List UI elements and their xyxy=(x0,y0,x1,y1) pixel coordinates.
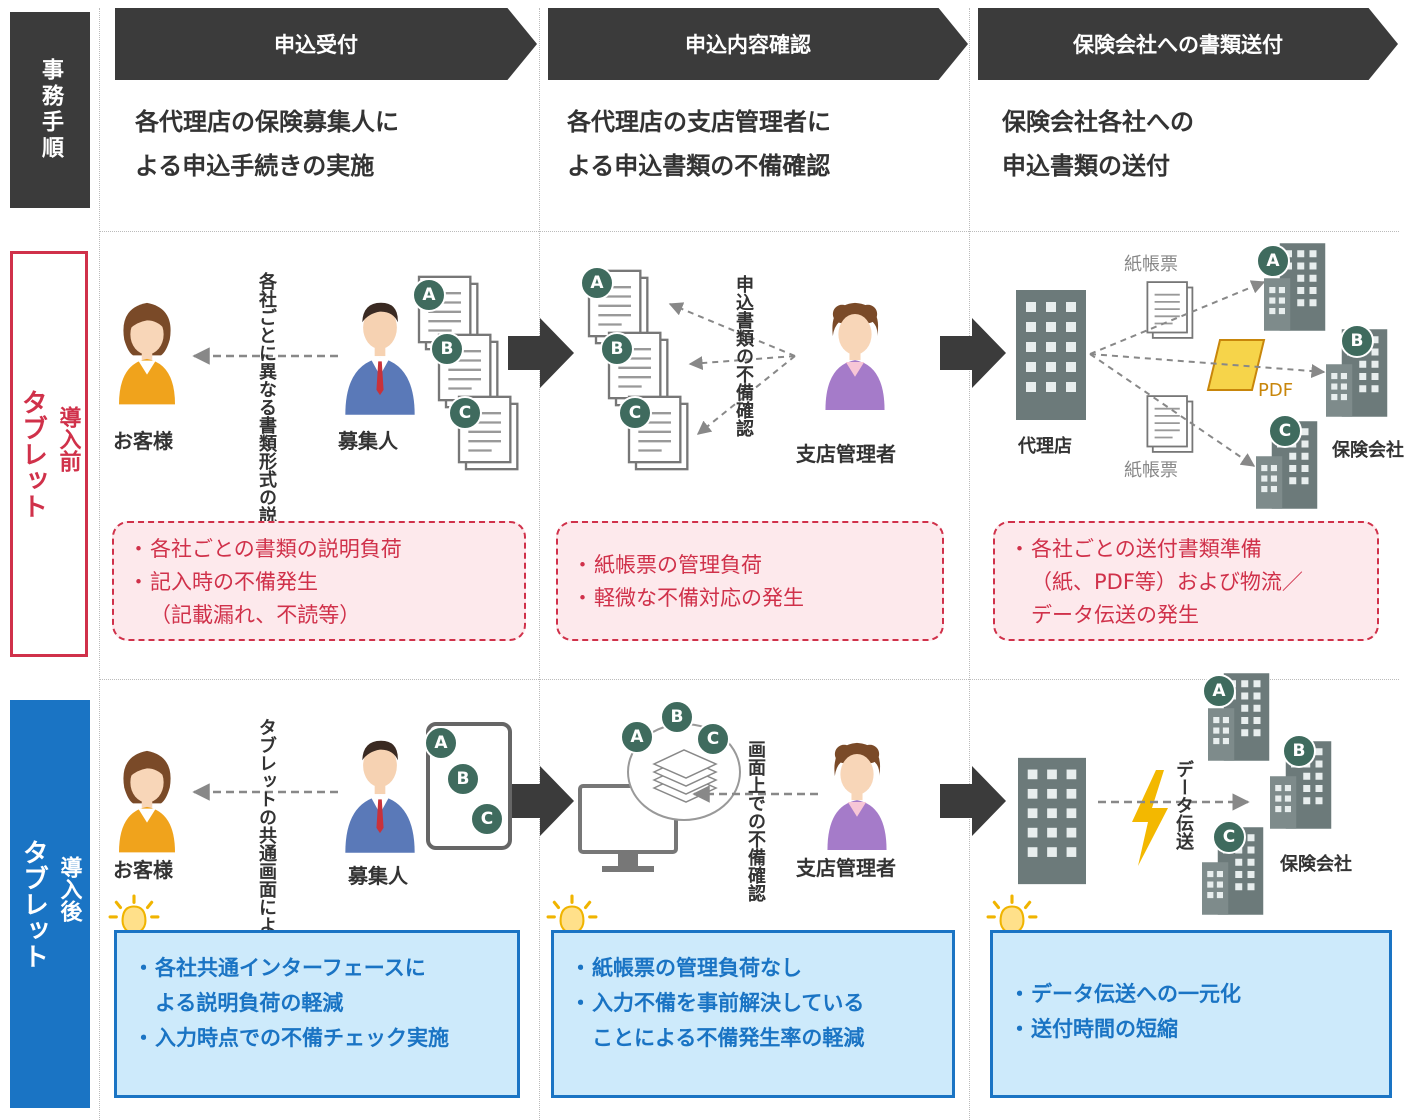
issue-item: ・各社ごとの書類の説明負荷 xyxy=(128,537,402,561)
divider-row2 xyxy=(99,679,1399,680)
agent-label: 募集人 xyxy=(338,429,398,453)
customer-label: お客様 xyxy=(113,858,173,882)
benefit-item: ・データ伝送への一元化 xyxy=(1009,982,1241,1006)
check-note: 申込書類の不備確認 xyxy=(733,275,754,437)
data-transfer-note: データ伝送 xyxy=(1173,760,1194,850)
issue-item: ・軽微な不備対応の発生 xyxy=(572,586,804,610)
dashed-arrow xyxy=(192,347,338,365)
manager-icon xyxy=(818,290,892,410)
issue-box-1: ・各社ごとの書類の説明負荷 ・記入時の不備発生 （記載漏れ、不読等） xyxy=(112,521,526,641)
agency-building-icon xyxy=(1016,290,1086,420)
step-header-1: 申込受付 xyxy=(115,8,537,80)
step-desc-3: 保険会社各社への 申込書類の送付 xyxy=(1002,108,1194,180)
benefit-box-3: ・データ伝送への一元化 ・送付時間の短縮 xyxy=(990,930,1392,1098)
benefit-item: ・入力不備を事前解決している ことによる不備発生率の軽減 xyxy=(570,991,865,1050)
badge-b: B xyxy=(1282,734,1316,768)
issue-item: ・各社ごとの送付書類準備 （紙、PDF等）および物流／ データ伝送の発生 xyxy=(1009,537,1303,627)
badge-c: C xyxy=(448,396,482,430)
divider-col3 xyxy=(969,8,970,1120)
badge-b: B xyxy=(446,762,480,796)
flow-arrow-after-2 xyxy=(940,766,1006,836)
dashed-arrow xyxy=(692,785,818,803)
flow-arrow-before-1 xyxy=(508,318,574,388)
agent-label: 募集人 xyxy=(348,864,408,888)
manager-icon xyxy=(820,730,894,850)
customer-label: お客様 xyxy=(113,429,173,453)
paper-form-label: 紙帳票 xyxy=(1124,460,1178,481)
row-label-process: 事務手順 xyxy=(10,12,90,208)
insurer-label: 保険会社 xyxy=(1280,854,1352,875)
badge-b: B xyxy=(1340,324,1374,358)
agency-building-icon xyxy=(1018,756,1086,886)
badge-b: B xyxy=(600,332,634,366)
badge-a: A xyxy=(620,720,654,754)
benefit-item: ・紙帳票の管理負荷なし xyxy=(570,956,802,980)
divider-col1 xyxy=(99,8,100,1120)
pdf-label: PDF xyxy=(1258,380,1294,401)
send-arrows xyxy=(1089,280,1326,467)
badge-c: C xyxy=(470,802,504,836)
screen-check-note: 画面上での不備確認 xyxy=(745,740,766,902)
benefit-item: ・各社共通インターフェースに よる説明負荷の軽減 xyxy=(133,956,426,1015)
check-arrows xyxy=(668,302,796,435)
issue-item: ・紙帳票の管理負荷 xyxy=(572,553,762,577)
badge-a: A xyxy=(1202,674,1236,708)
badge-c: C xyxy=(1212,820,1246,854)
paper-form-label: 紙帳票 xyxy=(1124,254,1178,275)
insurer-label: 保険会社 xyxy=(1332,440,1404,461)
divider-col2 xyxy=(539,8,540,1120)
agent-icon xyxy=(340,290,420,415)
benefit-item: ・入力時点での不備チェック実施 xyxy=(133,1026,449,1050)
badge-c: C xyxy=(618,396,652,430)
benefit-box-2: ・紙帳票の管理負荷なし ・入力不備を事前解決している ことによる不備発生率の軽減 xyxy=(551,930,955,1098)
flow-arrow-after-1 xyxy=(508,766,574,836)
flow-arrow-before-2 xyxy=(940,318,1006,388)
agency-label: 代理店 xyxy=(1018,436,1072,457)
badge-b: B xyxy=(430,332,464,366)
row-label-before: タブレット 導入前 xyxy=(10,251,88,657)
issue-item: ・記入時の不備発生 （記載漏れ、不読等） xyxy=(128,570,361,627)
manager-label: 支店管理者 xyxy=(796,856,896,880)
benefit-item: ・送付時間の短縮 xyxy=(1009,1017,1178,1041)
badge-a: A xyxy=(1256,244,1290,278)
divider-row1 xyxy=(99,231,1399,232)
badge-c: C xyxy=(1268,414,1302,448)
dashed-arrow xyxy=(192,783,338,801)
badge-a: A xyxy=(412,278,446,312)
explanation-note: タブレットの共通画面による説明 xyxy=(256,718,277,988)
customer-icon xyxy=(112,738,182,853)
badge-c: C xyxy=(696,722,730,756)
explanation-note: 各社ごとに異なる書類形式の説明 xyxy=(256,272,277,542)
agent-icon xyxy=(340,728,420,853)
issue-box-3: ・各社ごとの送付書類準備 （紙、PDF等）および物流／ データ伝送の発生 xyxy=(993,521,1379,641)
step-header-3: 保険会社への書類送付 xyxy=(978,8,1398,80)
issue-box-2: ・紙帳票の管理負荷 ・軽微な不備対応の発生 xyxy=(556,521,944,641)
step-desc-1: 各代理店の保険募集人に よる申込手続きの実施 xyxy=(135,108,399,180)
badge-a: A xyxy=(424,726,458,760)
manager-label: 支店管理者 xyxy=(796,442,896,466)
lightning-icon xyxy=(1132,770,1168,866)
step-header-2: 申込内容確認 xyxy=(548,8,968,80)
badge-a: A xyxy=(580,266,614,300)
step-desc-2: 各代理店の支店管理者に よる申込書類の不備確認 xyxy=(567,108,831,180)
row-label-after: タブレット 導入後 xyxy=(10,700,90,1108)
customer-icon xyxy=(112,290,182,405)
dashed-arrow xyxy=(1098,793,1250,811)
badge-b: B xyxy=(660,700,694,734)
benefit-box-1: ・各社共通インターフェースに よる説明負荷の軽減 ・入力時点での不備チェック実施 xyxy=(114,930,520,1098)
